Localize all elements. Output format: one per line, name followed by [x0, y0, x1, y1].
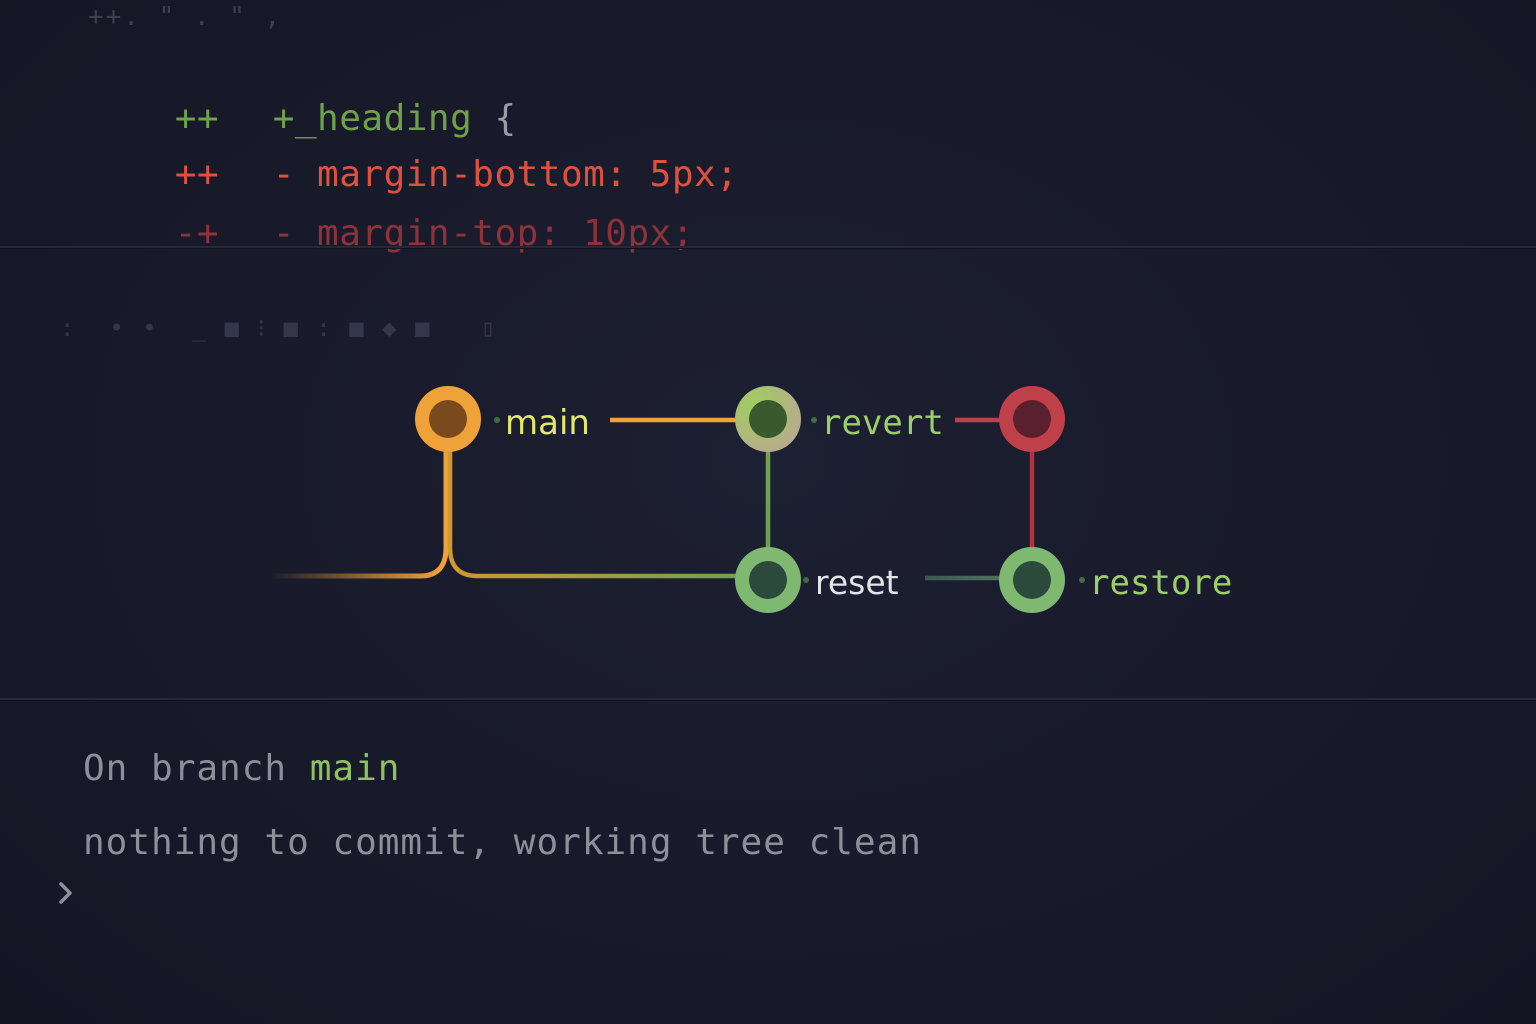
connector-dot [494, 417, 500, 423]
faded-diff-header: ++. " . " , [88, 2, 283, 32]
commit-node-reset[interactable] [735, 547, 801, 613]
branch-status-prefix: On branch [83, 748, 310, 789]
connector-dot [1079, 577, 1085, 583]
diff-text: +_heading [272, 98, 473, 139]
current-branch-name: main [309, 748, 401, 789]
terminal-status-pane: On branch main nothing to commit, workin… [0, 700, 1536, 1024]
diff-text: - margin-bottom: 5px; [272, 154, 739, 195]
commit-graph: main revert reset restore [267, 386, 1232, 613]
edge-incoming-trail [267, 445, 449, 579]
diff-brace: { [472, 98, 517, 139]
branch-status-line: On branch main [83, 748, 400, 789]
branch-label-reset[interactable]: reset [815, 563, 899, 602]
chevron-right-icon[interactable] [56, 878, 76, 908]
commit-node-revert[interactable] [735, 386, 801, 452]
diff-line-heading: ++ +_heading { [86, 57, 517, 180]
pane-divider [0, 246, 1536, 248]
branch-label-restore[interactable]: restore [1089, 563, 1232, 603]
commit-node-head[interactable] [999, 386, 1065, 452]
diff-marker: ++ [174, 98, 220, 139]
commit-graph-pane: : • • _ ■ ⁝ ■ : ■ ◆ ■ ▯ [0, 248, 1536, 698]
connector-dot [803, 577, 809, 583]
edge-main-to-reset [447, 448, 740, 579]
diff-line-margin-bottom: ++ - margin-bottom: 5px; [86, 113, 738, 236]
diff-marker: ++ [174, 154, 220, 195]
connector-dot [811, 417, 817, 423]
branch-label-main[interactable]: main [505, 403, 590, 443]
diff-pane: ++. " . " , ++ +_heading { ++ - margin-bot… [0, 0, 1536, 254]
branch-label-revert[interactable]: revert [821, 403, 944, 443]
commit-node-restore[interactable] [999, 547, 1065, 613]
commit-node-main[interactable] [415, 386, 481, 452]
faded-graph-toolbar: : • • _ ■ ⁝ ■ : ■ ◆ ■ ▯ [60, 314, 498, 342]
working-tree-status-line: nothing to commit, working tree clean [83, 822, 922, 863]
pane-divider [0, 698, 1536, 700]
